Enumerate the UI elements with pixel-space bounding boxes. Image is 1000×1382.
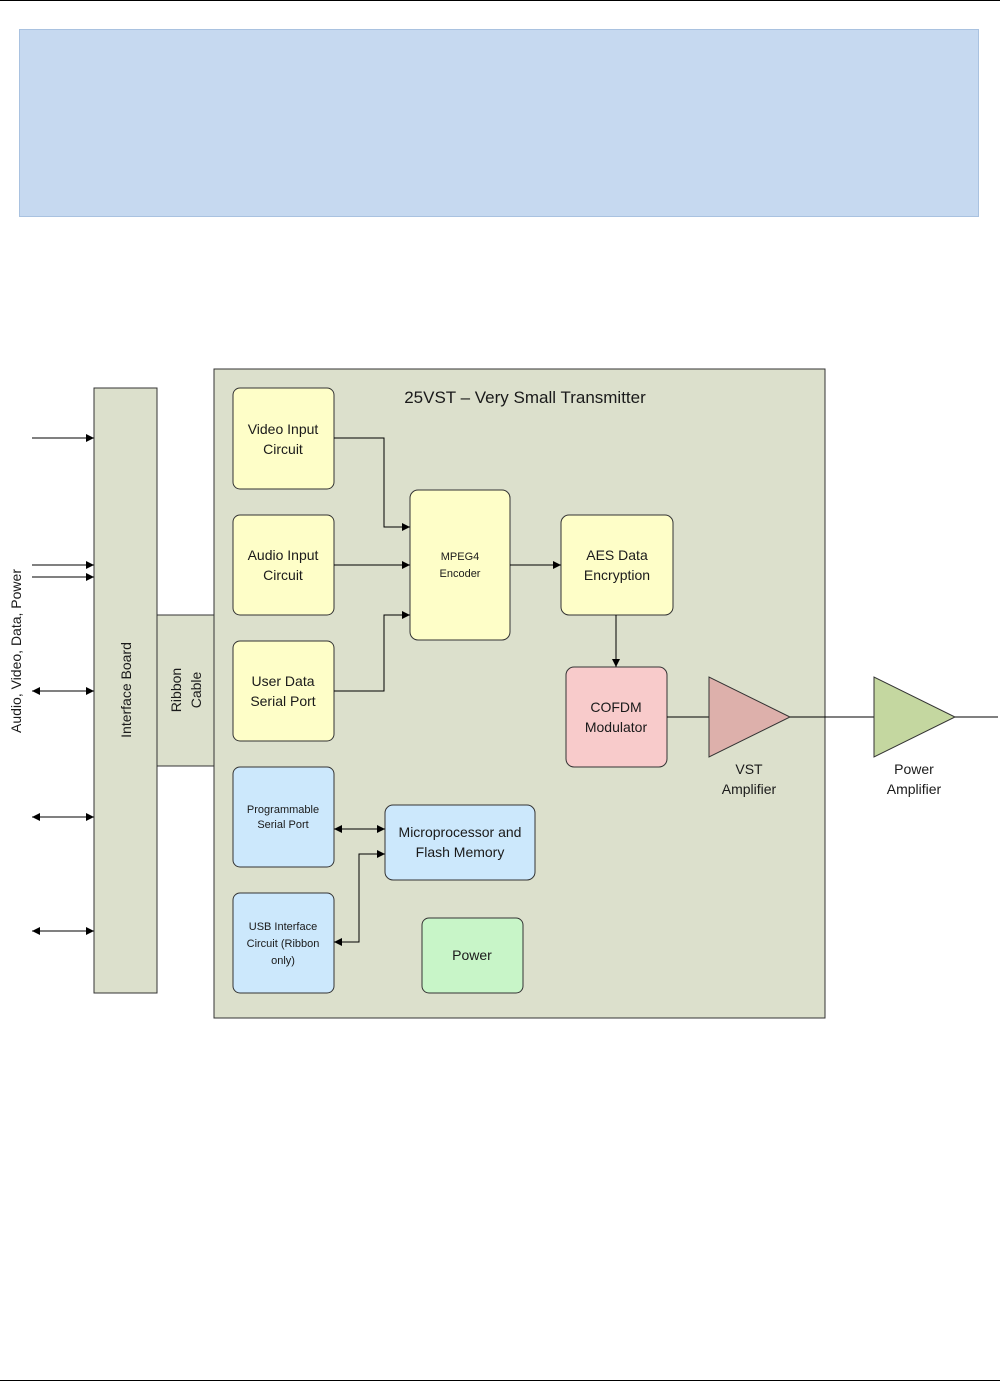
power-amplifier-triangle <box>873 676 957 758</box>
top-rule <box>0 0 1000 1</box>
vst-amp-label-2: Amplifier <box>722 781 777 797</box>
audio-input-label-1: Audio Input <box>248 547 319 563</box>
mpeg4-label-2: Encoder <box>440 568 481 580</box>
usb-label-1: USB Interface <box>249 921 317 933</box>
usb-micro-connector <box>334 850 385 946</box>
programmable-serial-block <box>232 766 335 868</box>
diagram-title: 25VST – Very Small Transmitter <box>404 388 646 407</box>
aes-label-2: Encryption <box>584 567 650 583</box>
power-amp-label-1: Power <box>894 761 934 777</box>
cofdm-label-2: Modulator <box>585 719 648 735</box>
interface-board-label: Interface Board <box>118 642 134 738</box>
audio-input-block <box>232 514 335 616</box>
power-block <box>421 917 524 994</box>
userdata-to-mpeg4-connector <box>334 611 410 692</box>
video-input-label-1: Video Input <box>248 421 319 437</box>
power-label: Power <box>452 947 492 963</box>
audio-input-label-2: Circuit <box>263 567 303 583</box>
side-label: Audio, Video, Data, Power <box>8 569 24 733</box>
micro-label-2: Flash Memory <box>416 844 505 860</box>
aes-encryption-block <box>560 514 674 616</box>
mpeg4-encoder-block <box>409 489 511 641</box>
usb-label-2: Circuit (Ribbon <box>247 938 320 950</box>
usb-label-3: only) <box>271 955 295 967</box>
cofdm-label-1: COFDM <box>590 699 641 715</box>
bottom-rule <box>0 1380 1000 1381</box>
ribbon-cable-label-2: Cable <box>188 672 204 709</box>
ribbon-cable-label-1: Ribbon <box>168 668 184 712</box>
user-data-label-2: Serial Port <box>250 693 315 709</box>
user-data-block <box>232 640 335 742</box>
prog-serial-label-2: Serial Port <box>257 819 308 831</box>
video-input-label-2: Circuit <box>263 441 303 457</box>
power-amp-label-2: Amplifier <box>887 781 942 797</box>
aes-label-1: AES Data <box>586 547 648 563</box>
video-input-block <box>232 387 335 490</box>
microprocessor-block <box>384 804 536 881</box>
micro-label-1: Microprocessor and <box>399 824 522 840</box>
header-banner <box>19 29 979 217</box>
vst-amp-label-1: VST <box>735 761 763 777</box>
ribbon-cable <box>156 614 215 767</box>
user-data-label-1: User Data <box>251 673 314 689</box>
prog-serial-label-1: Programmable <box>247 804 319 816</box>
video-to-mpeg4-connector <box>334 437 410 531</box>
cofdm-modulator-block <box>565 666 668 768</box>
vst-amplifier-triangle <box>708 676 792 758</box>
mpeg4-label-1: MPEG4 <box>441 551 480 563</box>
